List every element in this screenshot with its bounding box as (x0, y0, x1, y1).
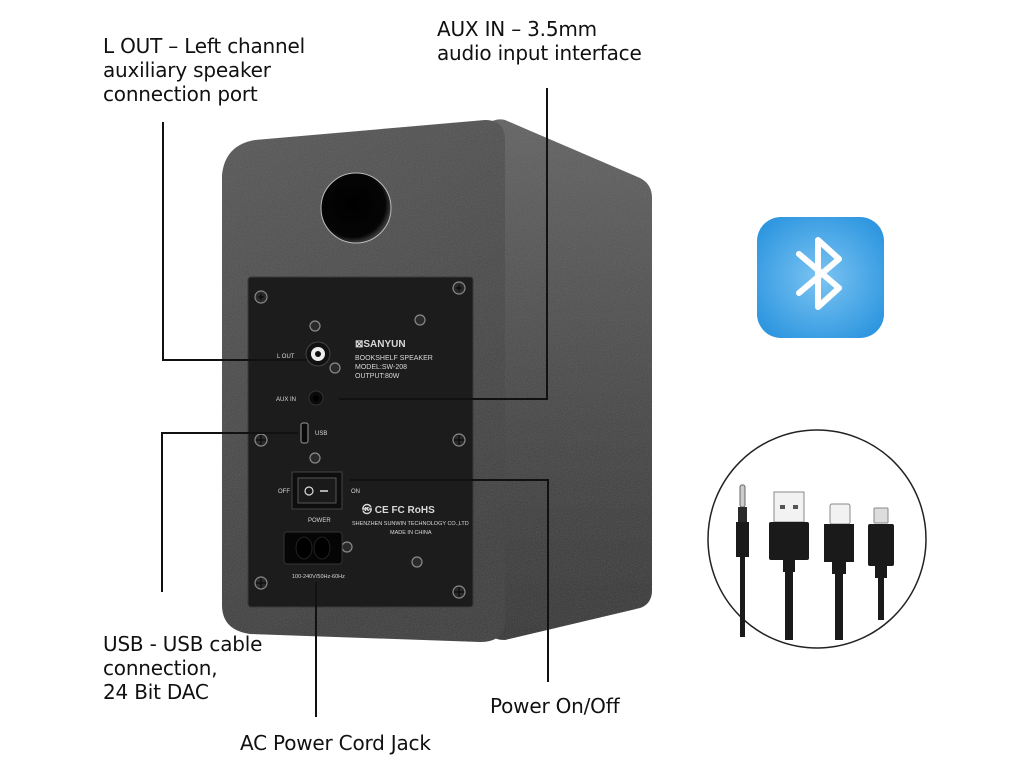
l-out-leader-vertical (162, 122, 164, 360)
panel-model: MODEL:SW-208 (355, 364, 407, 371)
ac-inlet (283, 531, 343, 565)
usb-leader-horizontal (161, 432, 298, 434)
callout-line: L OUT – Left channel (103, 34, 305, 58)
connector-plate (247, 276, 474, 608)
label-power: POWER (308, 518, 331, 524)
speaker-side-panel (490, 119, 652, 641)
power-switch (297, 477, 337, 504)
usb-a-cable (769, 491, 809, 640)
aux-in-leader-vertical (546, 88, 548, 399)
micro-usb-cable (868, 507, 894, 620)
usb-c-cable (824, 503, 854, 640)
power-leader-vertical (547, 479, 549, 682)
origin: MADE IN CHINA (390, 530, 432, 536)
panel-product: BOOKSHELF SPEAKER (355, 355, 433, 362)
bluetooth-icon (757, 217, 884, 338)
callout-line: connection port (103, 82, 258, 106)
label-l-out: L OUT (277, 354, 295, 360)
callout-line: auxiliary speaker (103, 58, 271, 82)
cables-illustration (707, 429, 927, 649)
ac-rating: 100-240V/50Hz-60Hz (292, 574, 345, 580)
callout-l-out: L OUT – Left channel auxiliary speaker c… (103, 34, 305, 106)
panel-output: OUTPUT:80W (355, 373, 400, 380)
callout-power: Power On/Off (490, 694, 620, 718)
callout-line: AUX IN – 3.5mm (437, 17, 597, 41)
label-off: OFF (278, 489, 290, 495)
usb-leader-vertical (161, 432, 163, 592)
callout-line: audio input interface (437, 41, 642, 65)
label-aux-in: AUX IN (276, 397, 296, 403)
power-leader-horizontal (350, 479, 549, 481)
audio-jack-cable (736, 484, 749, 637)
callout-line: connection, (103, 656, 218, 680)
panel-brand: ⊠SANYUN (355, 339, 406, 350)
callout-ac-power: AC Power Cord Jack (240, 731, 431, 755)
bass-reflex-port (320, 172, 392, 244)
callout-line: Power On/Off (490, 694, 620, 718)
usb-port (300, 422, 309, 444)
label-usb: USB (315, 431, 327, 437)
callout-line: USB - USB cable (103, 632, 263, 656)
callout-line: AC Power Cord Jack (240, 731, 431, 755)
callout-line: 24 Bit DAC (103, 680, 209, 704)
aux-in-leader-horizontal (339, 398, 548, 400)
label-on: ON (351, 489, 360, 495)
callout-aux-in: AUX IN – 3.5mm audio input interface (437, 17, 642, 65)
l-out-leader-horizontal (162, 359, 307, 361)
certifications: ㉿ CE FC RoHS (362, 503, 435, 516)
manufacturer: SHENZHEN SUNWIN TECHNOLOGY CO.,LTD (352, 521, 469, 527)
callout-usb: USB - USB cable connection, 24 Bit DAC (103, 632, 262, 704)
ac-leader-vertical (315, 582, 317, 717)
